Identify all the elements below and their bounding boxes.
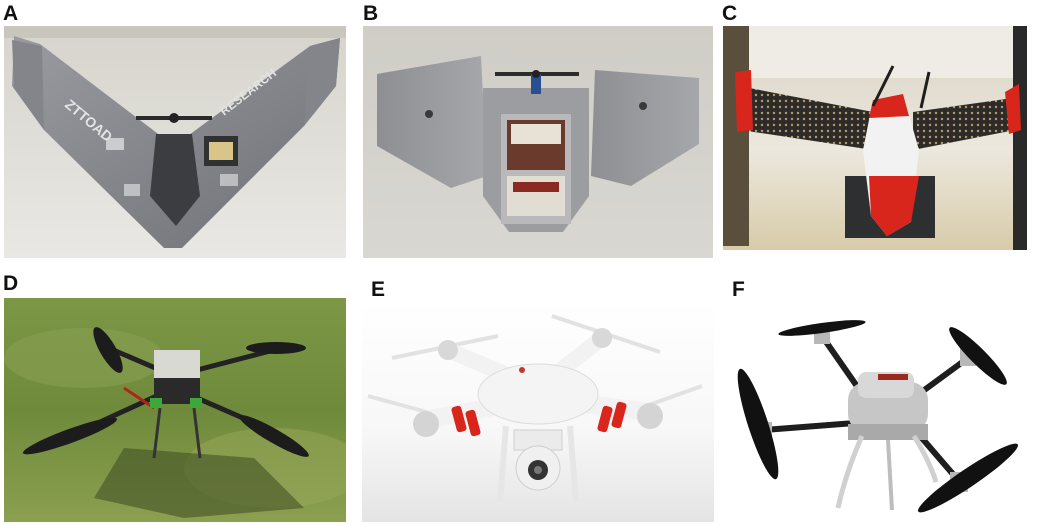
photo-vtol-flying-wing-drone (723, 26, 1027, 250)
panel-label-a: A (3, 2, 19, 25)
photo-tailless-fixed-wing-drone (363, 26, 713, 258)
panel-label-d: D (3, 272, 19, 295)
photo-flying-wing-drone: ZTTOAD RESEARCH (4, 26, 346, 258)
photo-grey-industrial-quadcopter (728, 312, 1048, 522)
panel-label-b: B (363, 2, 379, 25)
panel-label-e: E (371, 278, 386, 301)
photo-quadcopter-on-grass (4, 298, 346, 522)
photo-white-quadcopter-with-camera (362, 302, 714, 522)
panel-label-c: C (722, 2, 738, 25)
panel-label-f: F (732, 278, 745, 301)
